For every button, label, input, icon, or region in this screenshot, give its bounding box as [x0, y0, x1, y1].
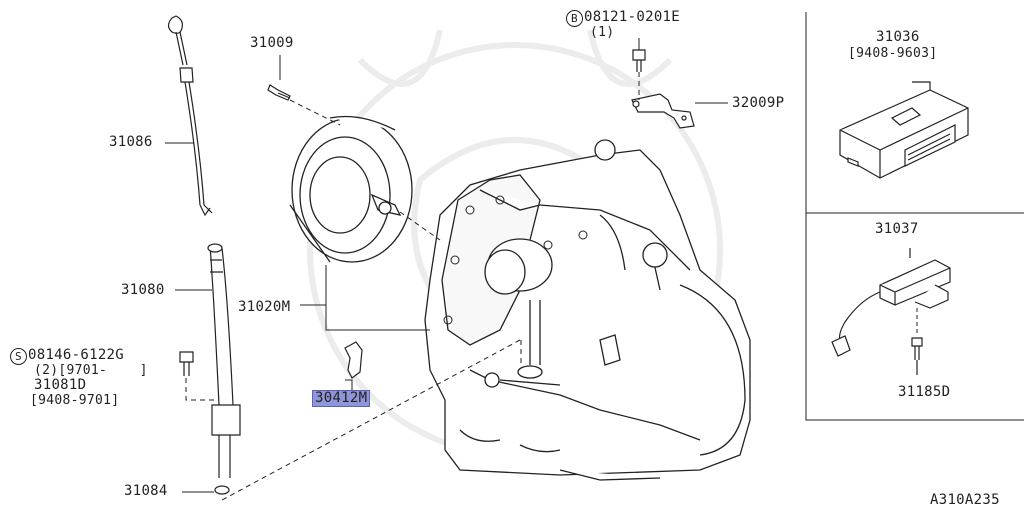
bell-housing-bolts	[443, 195, 588, 325]
callout-31185d[interactable]: 31185D	[898, 384, 951, 400]
dashed-lines	[185, 72, 640, 501]
callout-31081d-range: [9408-9701]	[30, 393, 120, 408]
callout-31036-range: [9408-9603]	[848, 46, 938, 61]
bracket-30412m	[344, 341, 363, 379]
callout-31037[interactable]: 31037	[875, 221, 919, 237]
bolt-b-number: 08121-0201E	[584, 9, 681, 25]
bolt-s-symbol: S	[10, 348, 27, 365]
bolt-31009	[267, 84, 291, 101]
leader-lines	[165, 38, 728, 493]
callout-31080[interactable]: 31080	[121, 282, 165, 298]
callout-31009[interactable]: 31009	[250, 35, 294, 51]
callout-31020m[interactable]: 31020M	[238, 299, 291, 315]
callout-31036[interactable]: 31036	[876, 29, 920, 45]
callout-31086[interactable]: 31086	[109, 134, 153, 150]
dipstick-assembly	[167, 15, 241, 495]
bolt-s-qty-range: (2)[9701- ]	[34, 363, 148, 378]
callout-31084[interactable]: 31084	[124, 483, 168, 499]
transaxle-body	[424, 139, 751, 481]
bolt-b-qty: (1)	[590, 25, 615, 40]
inset-frames	[805, 12, 1024, 421]
sensor-31037	[831, 248, 951, 375]
bolt-b-symbol: B	[566, 10, 583, 27]
bolt-s	[179, 351, 194, 376]
diagram-code: A310A235	[930, 492, 1000, 508]
bolt-b	[632, 49, 646, 72]
bolt-s-number: 08146-6122G	[28, 347, 125, 363]
control-unit-31036	[839, 81, 969, 179]
callout-31081d[interactable]: 31081D	[34, 377, 87, 393]
torque-converter	[289, 115, 413, 263]
callout-30412m-highlighted[interactable]: 30412M	[312, 390, 371, 407]
bracket-32009p	[631, 93, 695, 129]
callout-32009p[interactable]: 32009P	[732, 95, 785, 111]
